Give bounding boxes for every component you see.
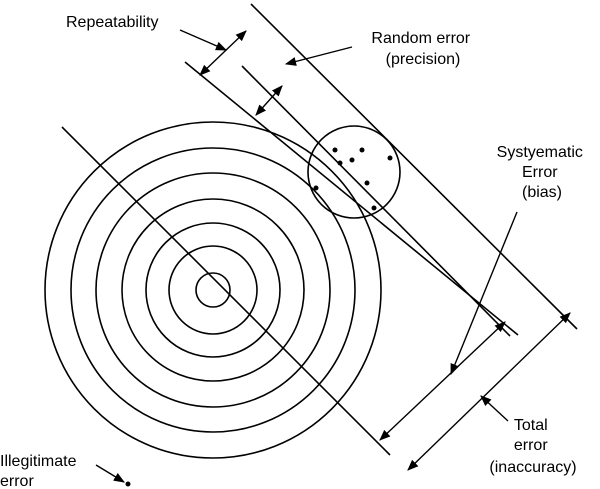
target-rings xyxy=(44,121,382,459)
total-error-label-line-1: Total xyxy=(514,417,548,434)
shot-point xyxy=(337,160,343,166)
systematic-error-label-line-1: Systyematic xyxy=(497,144,583,161)
target-ring-4 xyxy=(121,198,305,382)
random-error-dimension-arrow xyxy=(255,85,283,116)
target-ring-2 xyxy=(168,245,258,335)
total-error-label: Total error (inaccuracy) xyxy=(489,417,576,476)
target-ring-7 xyxy=(44,121,382,459)
target-ring-6 xyxy=(70,147,356,433)
shot-point xyxy=(349,157,355,163)
illegitimate-error-label: Illegitimate error xyxy=(0,453,81,489)
true-value-axis-line xyxy=(61,126,391,456)
systematic-error-leader-arrow xyxy=(450,211,518,376)
total-error-leader-arrow xyxy=(480,395,509,422)
shot-point xyxy=(364,180,370,186)
repeatability-label: Repeatability xyxy=(66,14,159,31)
shot-cluster-circle xyxy=(307,125,401,219)
systematic-error-label-line-2: Error xyxy=(522,164,558,181)
systematic-error-dimension-arrow xyxy=(379,321,506,441)
random-error-leader-arrow xyxy=(284,46,353,66)
shot-point xyxy=(371,205,377,211)
repeatability-dimension-arrow xyxy=(199,30,247,76)
total-error-dimension-arrow xyxy=(407,312,571,471)
shot-point xyxy=(332,147,338,153)
systematic-error-label: Systyematic Error (bias) xyxy=(497,144,588,201)
shot-point xyxy=(359,147,365,153)
systematic-error-label-line-3: (bias) xyxy=(522,184,562,201)
target-ring-1 xyxy=(195,272,231,308)
mean-line-outer xyxy=(241,65,511,337)
illegitimate-error-point xyxy=(125,481,131,487)
shot-points xyxy=(313,147,393,211)
illegitimate-error-label-line-1: Illegitimate xyxy=(0,453,77,470)
target-ring-5 xyxy=(95,172,331,408)
total-error-label-line-2: error xyxy=(514,437,548,454)
target-ring-3 xyxy=(145,222,281,358)
shot-point xyxy=(387,155,393,161)
random-error-label-line-1: Random error xyxy=(371,30,470,47)
mean-line-inner xyxy=(184,61,519,336)
random-error-label: Random error (precision) xyxy=(371,30,474,68)
random-error-label-line-2: (precision) xyxy=(386,51,461,68)
spread-limit-line xyxy=(250,3,578,330)
illegitimate-error-label-line-2: error xyxy=(0,473,34,489)
total-error-label-line-3: (inaccuracy) xyxy=(489,459,576,476)
shot-point xyxy=(313,185,319,191)
illegitimate-error-leader-arrow xyxy=(95,464,125,483)
repeatability-leader-arrow xyxy=(179,29,228,51)
